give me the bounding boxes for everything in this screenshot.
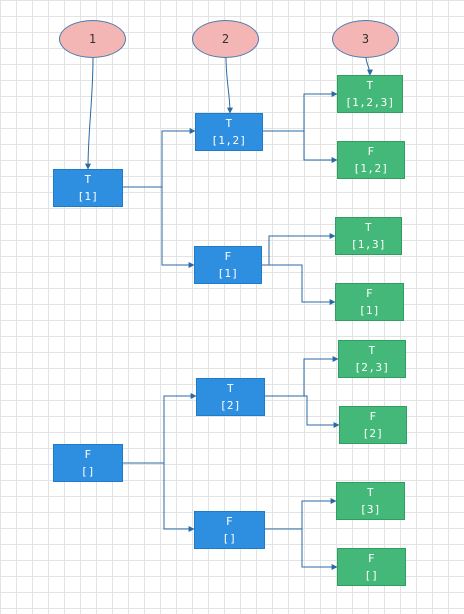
edge-root-f-to-f-f (123, 462, 195, 532)
edge-root-t-to-t-f (123, 186, 195, 268)
level-marker-label: 3 (361, 32, 370, 46)
node-set: [1] (217, 267, 239, 280)
node-t-t: T [1,2] (195, 113, 263, 151)
edge-root-f-to-f-t (123, 393, 197, 464)
level-1-pointer (85, 56, 94, 170)
edge-f-t-to-f-t-t (265, 356, 339, 397)
node-f-f: F [] (194, 511, 265, 549)
node-set: [1,2,3] (345, 96, 395, 109)
edge-t-t-to-t-t-t (263, 91, 338, 132)
node-set: [1] (358, 304, 381, 317)
node-value: F (84, 448, 92, 461)
node-set: [2,3] (354, 361, 390, 374)
node-f-f-t: T [3] (336, 482, 405, 520)
edge-f-f-to-f-f-t (265, 498, 337, 530)
node-value: T (225, 117, 233, 130)
edge-root-t-to-t-t (123, 128, 196, 188)
node-f-t-t: T [2,3] (338, 340, 406, 378)
node-value: F (369, 410, 377, 423)
node-set: [1] (77, 190, 99, 203)
node-value: T (364, 221, 373, 234)
edge-t-f-to-t-f-f (262, 264, 336, 305)
level-3-pointer (365, 56, 373, 76)
edge-t-t-to-t-t-f (263, 130, 338, 163)
edge-t-f-to-t-f-t (262, 233, 336, 266)
level-marker-1: 1 (59, 20, 126, 58)
node-set: [1,2] (353, 162, 389, 175)
node-t-f-f: F [1] (335, 283, 404, 321)
node-set: [1,2] (211, 134, 247, 147)
node-set: [2] (219, 399, 242, 412)
edge-f-f-to-f-f-f (265, 528, 338, 570)
node-set: [3] (359, 503, 382, 516)
node-f-f-f: F [] (337, 548, 406, 586)
node-f-t: T [2] (196, 378, 265, 416)
node-set: [1,3] (350, 238, 387, 251)
level-marker-label: 1 (88, 32, 97, 46)
node-set: [2] (362, 427, 384, 440)
level-marker-label: 2 (221, 32, 230, 46)
node-value: F (224, 250, 232, 263)
node-root-t: T [1] (53, 169, 123, 207)
node-value: F (225, 515, 234, 528)
node-value: F (367, 552, 376, 565)
node-value: T (368, 344, 376, 357)
node-value: T (366, 486, 375, 499)
node-value: T (84, 173, 92, 186)
node-value: F (367, 145, 375, 158)
node-t-f-t: T [1,3] (335, 217, 402, 255)
node-t-f: F [1] (194, 246, 262, 284)
level-marker-3: 3 (332, 20, 399, 58)
node-t-t-t: T [1,2,3] (337, 75, 403, 113)
node-f-t-f: F [2] (339, 406, 407, 444)
level-2-pointer (225, 56, 233, 114)
node-value: T (226, 382, 235, 395)
node-set: [] (222, 532, 237, 545)
node-value: F (365, 287, 374, 300)
node-set: [] (364, 569, 379, 582)
node-value: T (366, 79, 374, 92)
node-root-f: F [] (53, 444, 123, 482)
edge-f-t-to-f-t-f (265, 395, 340, 428)
level-marker-2: 2 (192, 20, 259, 58)
node-set: [] (80, 465, 96, 478)
node-t-t-f: F [1,2] (337, 141, 405, 179)
